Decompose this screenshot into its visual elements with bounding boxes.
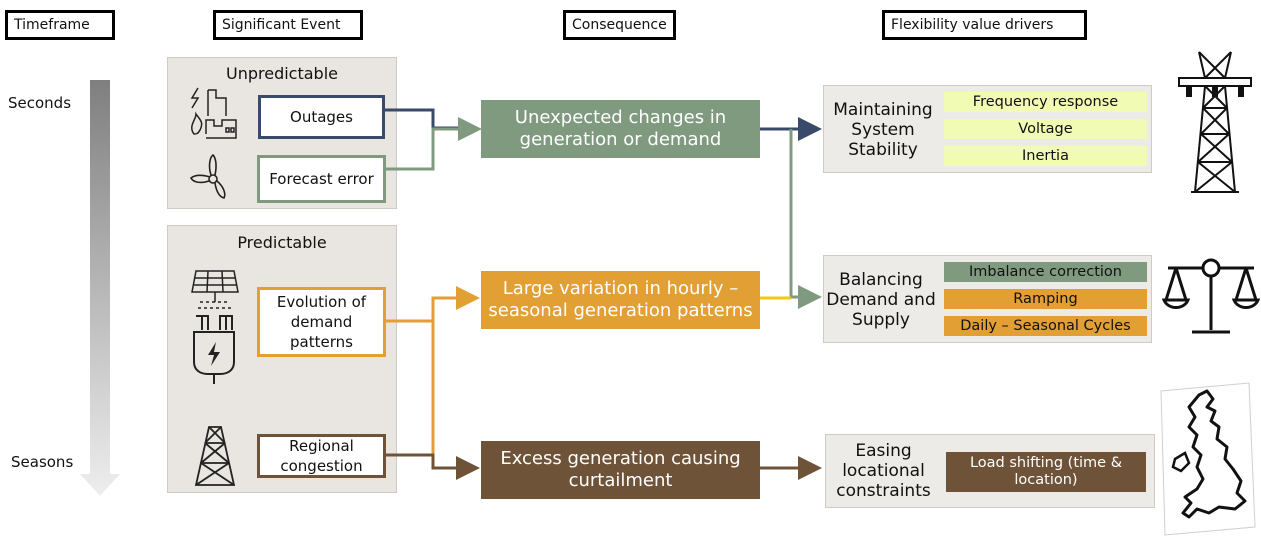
- panel-title-predictable: Predictable: [237, 233, 327, 252]
- driver-stability: Maintaining System Stability Frequency r…: [823, 85, 1152, 173]
- driver-pill-inertia: Inertia: [944, 146, 1147, 166]
- consequence-excess: Excess generation causing curtailment: [481, 441, 760, 499]
- event-forecast-error: Forecast error: [257, 155, 386, 203]
- uk-map-icon: [1160, 382, 1256, 536]
- driver-easing: Easing locational constraints Load shift…: [825, 434, 1155, 508]
- balance-scale-icon: [1162, 258, 1260, 334]
- event-demand-evolution: Evolution of demand patterns: [257, 287, 386, 357]
- driver-stability-label: Maintaining System Stability: [833, 100, 933, 160]
- connector-outages: [385, 108, 472, 130]
- wind-turbine-icon: [189, 153, 226, 199]
- driver-balancing: Balancing Demand and Supply Imbalance co…: [823, 255, 1152, 343]
- driver-pill-imbalance: Imbalance correction: [944, 262, 1147, 282]
- driver-pill-ramping: Ramping: [944, 289, 1147, 309]
- plug-icon: [193, 315, 235, 384]
- solar-panel-icon: [191, 270, 239, 309]
- header-value-drivers: Flexibility value drivers: [882, 10, 1087, 40]
- panel-title-unpredictable: Unpredictable: [226, 64, 338, 83]
- connector-demand-variation: [386, 286, 480, 323]
- timeframe-arrow: [80, 80, 120, 496]
- factory-fire-icon: [190, 87, 237, 139]
- driver-pill-load-shifting: Load shifting (time & location): [946, 452, 1146, 492]
- driver-balancing-label: Balancing Demand and Supply: [826, 270, 936, 330]
- connector-forecast-error: [386, 117, 482, 171]
- header-significant-event: Significant Event: [213, 10, 363, 40]
- header-consequence: Consequence: [563, 10, 676, 40]
- driver-pill-cycles: Daily – Seasonal Cycles: [944, 316, 1147, 336]
- driver-pill-frequency: Frequency response: [944, 92, 1147, 112]
- transmission-tower-icon: [1178, 51, 1252, 193]
- consequence-unexpected: Unexpected changes in generation or dema…: [481, 100, 760, 158]
- timeframe-bottom-label: Seasons: [11, 453, 74, 471]
- connector-congestion: [386, 453, 480, 480]
- event-regional-congestion: Regional congestion: [257, 434, 386, 478]
- consequence-variation: Large variation in hourly – seasonal gen…: [481, 271, 760, 329]
- pylon-icon: [194, 426, 236, 486]
- driver-easing-label: Easing locational constraints: [836, 441, 931, 501]
- event-outages: Outages: [258, 95, 385, 139]
- driver-pill-voltage: Voltage: [944, 119, 1147, 139]
- timeframe-top-label: Seconds: [8, 94, 72, 112]
- connector-unexpected-balancing: [789, 129, 822, 309]
- header-timeframe: Timeframe: [5, 10, 115, 40]
